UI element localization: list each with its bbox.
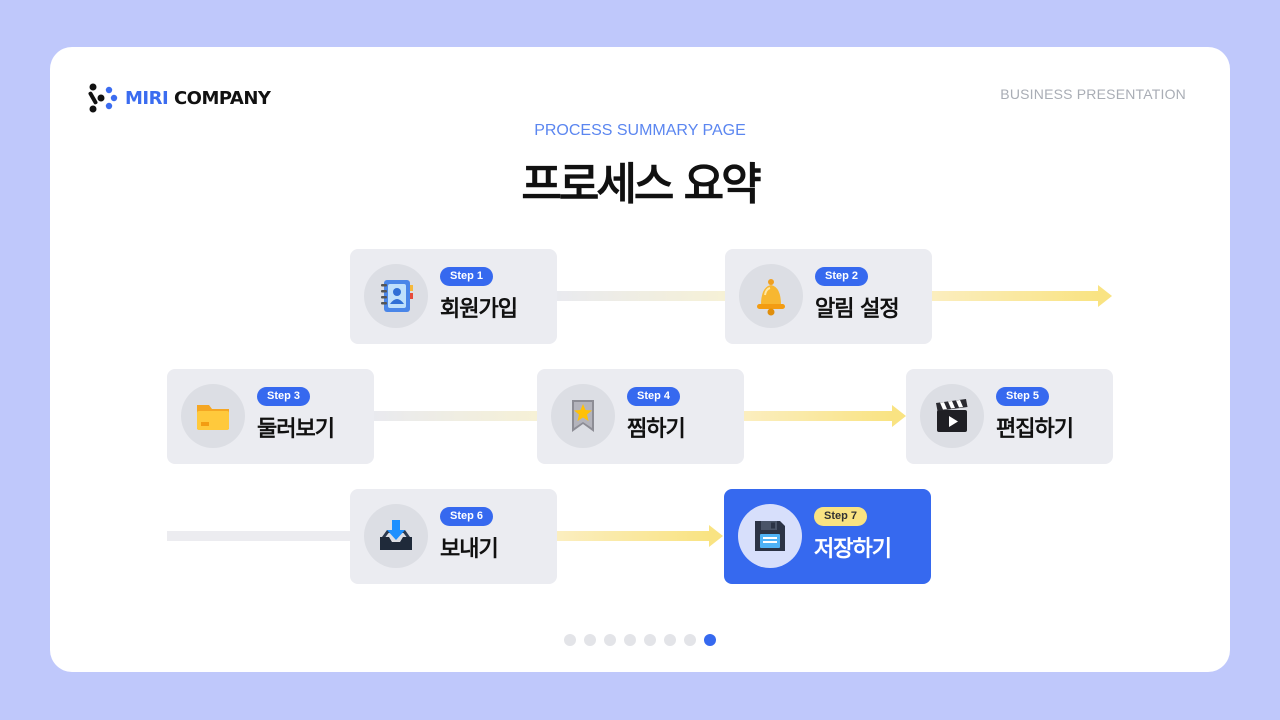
step-label: 찜하기 <box>627 417 686 442</box>
step-badge: Step 1 <box>440 267 494 286</box>
step-6-card[interactable]: Step 6 보내기 <box>350 489 557 584</box>
connector-4-5 <box>743 411 893 421</box>
contact-book-icon <box>381 280 413 312</box>
folder-icon <box>197 405 229 430</box>
bookmark-star-icon <box>572 400 594 432</box>
step-label: 회원가입 <box>440 297 518 322</box>
connector-1-2 <box>556 291 726 301</box>
step-label: 보내기 <box>440 537 499 562</box>
logo: MIRI COMPANY <box>87 82 271 114</box>
step-1-card[interactable]: Step 1 회원가입 <box>350 249 557 344</box>
connector-in-6 <box>167 531 351 541</box>
logo-mark-icon <box>88 83 118 113</box>
pagination-dot[interactable] <box>664 634 676 646</box>
step-badge: Step 6 <box>440 507 494 526</box>
pagination-dot[interactable] <box>584 634 596 646</box>
clapperboard-icon <box>936 399 968 432</box>
step-badge: Step 3 <box>257 387 311 406</box>
step-badge: Step 7 <box>814 507 868 526</box>
step-label: 알림 설정 <box>815 297 900 322</box>
pagination-dots <box>564 634 716 646</box>
pagination-dot[interactable] <box>624 634 636 646</box>
connector-3-4 <box>373 411 538 421</box>
connector-6-7 <box>556 531 710 541</box>
step-3-card[interactable]: Step 3 둘러보기 <box>167 369 374 464</box>
arrowhead-6-7 <box>709 525 723 547</box>
step-2-card[interactable]: Step 2 알림 설정 <box>725 249 932 344</box>
pagination-dot[interactable] <box>644 634 656 646</box>
step-badge: Step 4 <box>627 387 681 406</box>
slide-card <box>50 47 1230 672</box>
connector-2-out <box>929 291 1099 301</box>
logo-text: MIRI COMPANY <box>125 87 271 109</box>
pagination-dot-active[interactable] <box>704 634 716 646</box>
step-badge: Step 2 <box>815 267 869 286</box>
inbox-download-icon <box>380 520 412 550</box>
pagination-dot[interactable] <box>604 634 616 646</box>
step-label: 둘러보기 <box>257 417 335 442</box>
bell-icon <box>757 279 785 316</box>
page-title: 프로세스 요약 <box>521 159 761 210</box>
business-presentation-label: BUSINESS PRESENTATION <box>1000 86 1186 102</box>
step-4-card[interactable]: Step 4 찜하기 <box>537 369 744 464</box>
pagination-dot[interactable] <box>684 634 696 646</box>
arrowhead-4-5 <box>892 405 906 427</box>
step-label: 저장하기 <box>814 537 892 562</box>
page-subtitle: PROCESS SUMMARY PAGE <box>534 122 746 139</box>
step-5-card[interactable]: Step 5 편집하기 <box>906 369 1113 464</box>
step-label: 편집하기 <box>996 417 1074 442</box>
step-7-card[interactable]: Step 7 저장하기 <box>724 489 931 584</box>
arrowhead-2-out <box>1098 285 1112 307</box>
floppy-disk-icon <box>755 521 785 551</box>
pagination-dot[interactable] <box>564 634 576 646</box>
step-badge: Step 5 <box>996 387 1050 406</box>
